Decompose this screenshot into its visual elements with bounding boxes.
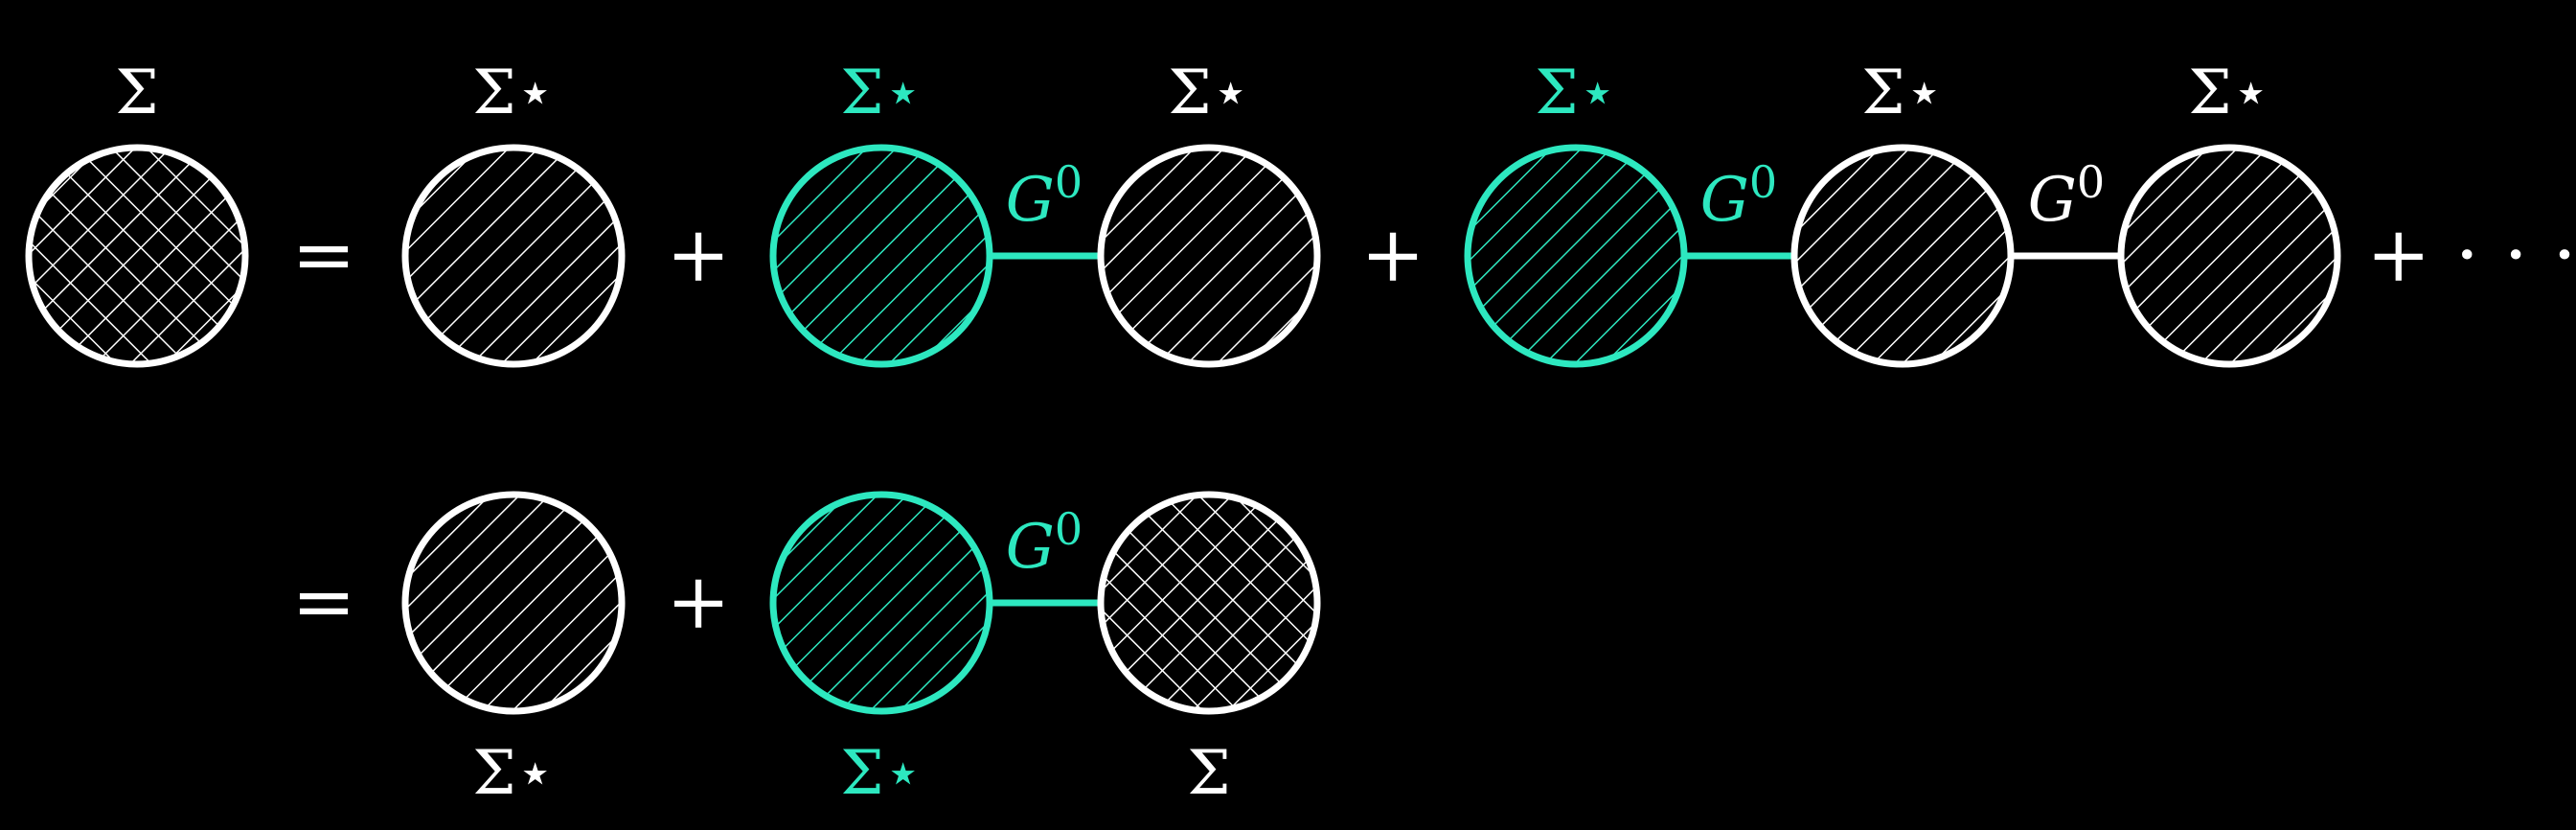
- label-sigma-star: Σ⋆: [1861, 58, 1943, 128]
- proper-self-energy-blob-accent: [769, 491, 993, 715]
- label-sigma-star: Σ⋆: [840, 738, 922, 809]
- proper-self-energy-blob-accent: [769, 144, 993, 368]
- full-self-energy-blob: [25, 144, 249, 368]
- label-sigma-star: Σ⋆: [472, 738, 554, 809]
- propagator-label: G0: [1700, 156, 1777, 236]
- label-sigma-star: Σ⋆: [472, 58, 554, 128]
- propagator-label: G0: [2028, 156, 2105, 236]
- equals-sign: =: [291, 557, 355, 646]
- propagator-label: G0: [1006, 503, 1083, 583]
- plus-sign: +: [666, 210, 730, 299]
- proper-self-energy-blob: [2117, 144, 2341, 368]
- label-sigma-star: Σ⋆: [2188, 58, 2269, 128]
- label-sigma-star: Σ⋆: [840, 58, 922, 128]
- label-sigma-star: Σ⋆: [1168, 58, 1249, 128]
- proper-self-energy-blob: [1097, 144, 1321, 368]
- label-sigma-full: Σ: [115, 58, 158, 128]
- proper-self-energy-blob: [401, 144, 626, 368]
- label-sigma-star: Σ: [1187, 738, 1230, 809]
- trailing-plus-ellipsis: + · · ·: [2366, 210, 2576, 299]
- full-self-energy-blob: [1097, 491, 1321, 715]
- plus-sign: +: [666, 557, 730, 646]
- proper-self-energy-blob-accent: [1464, 144, 1688, 368]
- equals-sign: =: [291, 210, 355, 299]
- propagator-label: G0: [1006, 156, 1083, 236]
- label-sigma-star: Σ⋆: [1535, 58, 1616, 128]
- proper-self-energy-blob: [1790, 144, 2015, 368]
- proper-self-energy-blob: [401, 491, 626, 715]
- plus-sign: +: [1360, 210, 1425, 299]
